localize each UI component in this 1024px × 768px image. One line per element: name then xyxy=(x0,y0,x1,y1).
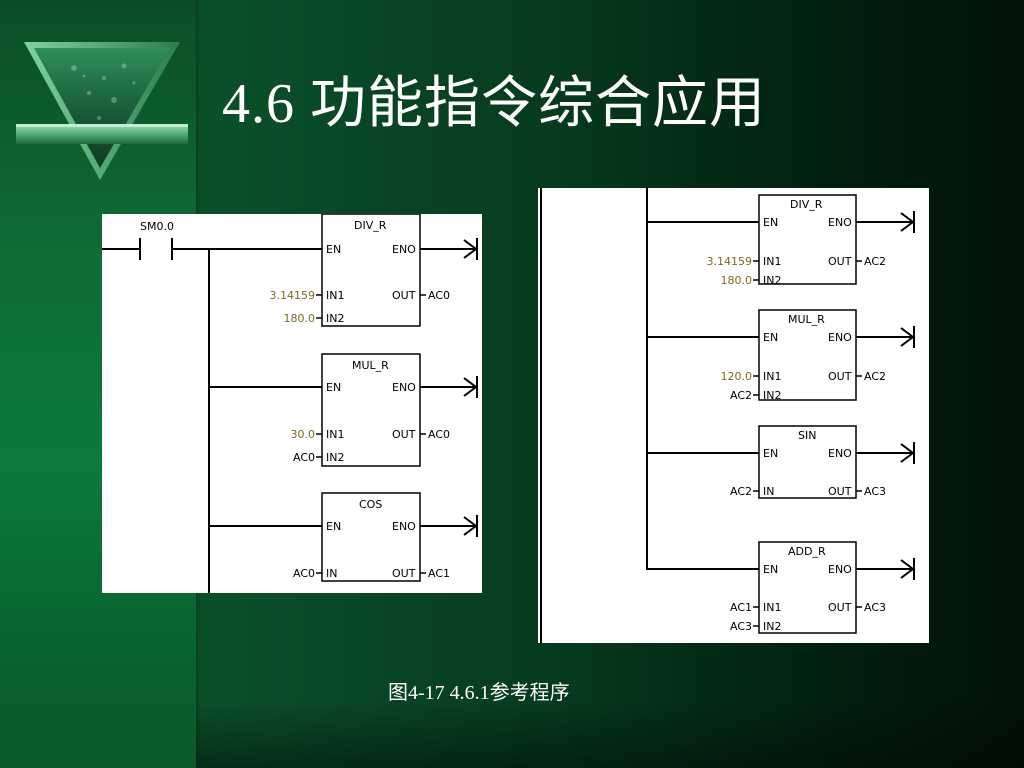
in-pin: IN xyxy=(763,485,774,498)
div-r-block: DIV_R EN ENO IN1 3.14159 IN2 180.0 OUT A… xyxy=(647,194,915,287)
in1-pin: IN1 xyxy=(326,428,344,441)
block-name: SIN xyxy=(798,429,816,442)
in-value: AC2 xyxy=(730,485,752,498)
in2-pin: IN2 xyxy=(763,620,781,633)
in1-value: AC1 xyxy=(730,601,752,614)
en-pin: EN xyxy=(763,331,778,344)
triangle-logo-icon xyxy=(16,42,188,180)
ladder-diagram-right-svg: DIV_R EN ENO IN1 3.14159 IN2 180.0 OUT A… xyxy=(540,188,915,643)
eno-pin: ENO xyxy=(828,331,852,344)
block-name: ADD_R xyxy=(788,545,826,558)
en-pin: EN xyxy=(326,520,341,533)
eno-pin: ENO xyxy=(392,520,416,533)
in1-value: 120.0 xyxy=(721,370,753,383)
in1-pin: IN1 xyxy=(326,289,344,302)
in-value: AC0 xyxy=(293,567,315,580)
out-pin: OUT xyxy=(392,428,416,441)
eno-pin: ENO xyxy=(828,563,852,576)
eno-pin: ENO xyxy=(828,447,852,460)
ladder-diagram-right: DIV_R EN ENO IN1 3.14159 IN2 180.0 OUT A… xyxy=(538,188,929,643)
out-value: AC3 xyxy=(864,601,886,614)
slide-title: 4.6 功能指令综合应用 xyxy=(222,73,766,135)
en-pin: EN xyxy=(763,563,778,576)
block-name: MUL_R xyxy=(788,313,825,326)
in2-value: 180.0 xyxy=(284,312,316,325)
in1-pin: IN1 xyxy=(763,255,781,268)
en-pin: EN xyxy=(763,447,778,460)
ladder-diagram-left: SM0.0 DIV_R EN ENO IN1 3.14159 IN2 180.0… xyxy=(102,214,482,593)
in1-value: 3.14159 xyxy=(270,289,316,302)
en-pin: EN xyxy=(326,243,341,256)
mul-r-block: MUL_R EN ENO IN1 120.0 IN2 AC2 OUT AC2 xyxy=(647,309,915,402)
sin-block: SIN EN ENO IN AC2 OUT AC3 xyxy=(647,425,915,499)
in1-value: 3.14159 xyxy=(707,255,753,268)
in1-pin: IN1 xyxy=(763,601,781,614)
out-value: AC0 xyxy=(428,289,450,302)
eno-pin: ENO xyxy=(828,216,852,229)
out-pin: OUT xyxy=(828,255,852,268)
block-name: DIV_R xyxy=(790,198,823,211)
in-pin: IN xyxy=(326,567,337,580)
div-r-block: DIV_R EN ENO IN1 3.14159 IN2 180.0 OUT A… xyxy=(270,214,478,327)
out-pin: OUT xyxy=(828,601,852,614)
block-name: DIV_R xyxy=(354,219,387,232)
out-value: AC2 xyxy=(864,255,886,268)
out-pin: OUT xyxy=(392,567,416,580)
out-value: AC0 xyxy=(428,428,450,441)
en-pin: EN xyxy=(326,381,341,394)
in2-value: AC0 xyxy=(293,451,315,464)
out-value: AC3 xyxy=(864,485,886,498)
block-name: COS xyxy=(359,498,382,511)
in2-pin: IN2 xyxy=(763,389,781,402)
out-value: AC1 xyxy=(428,567,450,580)
mul-r-block: MUL_R EN ENO IN1 30.0 IN2 AC0 OUT AC0 xyxy=(209,353,478,467)
in2-value: AC3 xyxy=(730,620,752,633)
eno-pin: ENO xyxy=(392,381,416,394)
eno-pin: ENO xyxy=(392,243,416,256)
in2-pin: IN2 xyxy=(763,274,781,287)
out-pin: OUT xyxy=(392,289,416,302)
out-pin: OUT xyxy=(828,370,852,383)
in2-pin: IN2 xyxy=(326,312,344,325)
en-pin: EN xyxy=(763,216,778,229)
ladder-diagram-left-svg: SM0.0 DIV_R EN ENO IN1 3.14159 IN2 180.0… xyxy=(102,214,478,593)
add-r-block: ADD_R EN ENO IN1 AC1 IN2 AC3 OUT AC3 xyxy=(647,541,915,634)
block-name: MUL_R xyxy=(352,359,389,372)
out-pin: OUT xyxy=(828,485,852,498)
in2-value: 180.0 xyxy=(721,274,753,287)
in1-pin: IN1 xyxy=(763,370,781,383)
bottom-shadow xyxy=(196,700,1024,768)
out-value: AC2 xyxy=(864,370,886,383)
in1-value: 30.0 xyxy=(291,428,316,441)
in2-pin: IN2 xyxy=(326,451,344,464)
contact-label: SM0.0 xyxy=(140,220,174,233)
in2-value: AC2 xyxy=(730,389,752,402)
cos-block: COS EN ENO IN AC0 OUT AC1 xyxy=(209,492,478,582)
figure-caption: 图4-17 4.6.1参考程序 xyxy=(388,682,570,704)
